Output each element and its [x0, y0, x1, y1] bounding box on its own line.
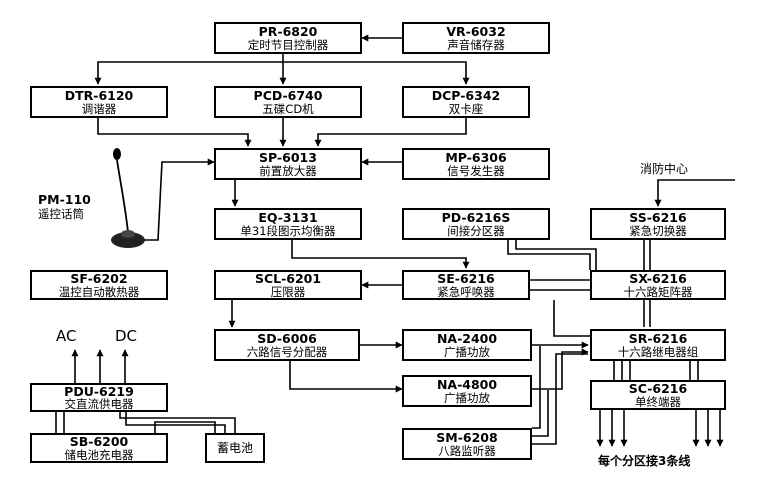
dc-label: DC: [115, 327, 138, 345]
battery-name: 蓄电池: [216, 440, 253, 455]
eq-3131-box: EQ-3131 单31段图示均衡器: [214, 208, 362, 240]
sm-6208-code: SM-6208: [436, 430, 498, 446]
sr-6216-box: SR-6216 十六路继电器组: [590, 329, 726, 361]
pdu-6219-box: PDU-6219 交直流供电器: [30, 383, 168, 412]
fire-center-label: 消防中心: [640, 162, 689, 176]
sd-6006-name: 六路信号分配器: [246, 344, 328, 359]
sm-6208-box: SM-6208 八路监听器: [402, 428, 532, 460]
sc-6216-code: SC-6216: [628, 381, 688, 397]
sc-6216-name: 单终端器: [635, 394, 681, 409]
sb-6200-name: 储电池充电器: [64, 447, 134, 462]
pcd-6740-code: PCD-6740: [253, 88, 323, 104]
pdu-6219-name: 交直流供电器: [64, 397, 134, 412]
mp-6306-name: 信号发生器: [447, 163, 505, 178]
vr-6032-box: VR-6032 声音储存器: [402, 22, 550, 54]
pr-6820-code: PR-6820: [258, 24, 318, 40]
dcp-6342-code: DCP-6342: [431, 88, 501, 104]
sx-6216-name: 十六路矩阵器: [623, 284, 693, 299]
sp-6013-code: SP-6013: [259, 150, 317, 166]
sr-6216-code: SR-6216: [628, 331, 688, 347]
microphone-icon: [111, 148, 145, 248]
pr-6820-box: PR-6820 定时节目控制器: [214, 22, 362, 54]
dtr-6120-box: DTR-6120 调谐器: [30, 86, 168, 118]
eq-3131-name: 单31段图示均衡器: [240, 223, 336, 238]
sr-6216-name: 十六路继电器组: [617, 344, 699, 359]
ss-6216-code: SS-6216: [629, 210, 687, 226]
na-4800-box: NA-4800 广播功放: [402, 375, 532, 407]
scl-6201-code: SCL-6201: [254, 271, 322, 287]
sx-6216-code: SX-6216: [629, 271, 687, 287]
pdu-6219-code: PDU-6219: [64, 383, 134, 399]
ss-6216-name: 紧急切换器: [629, 223, 687, 238]
sb-6200-box: SB-6200 储电池充电器: [30, 433, 168, 463]
mp-6306-box: MP-6306 信号发生器: [402, 148, 550, 180]
vr-6032-code: VR-6032: [446, 24, 506, 40]
se-6216-name: 紧急呼唤器: [437, 284, 495, 299]
sp-6013-box: SP-6013 前置放大器: [214, 148, 362, 180]
pr-6820-name: 定时节目控制器: [247, 37, 329, 52]
mp-6306-code: MP-6306: [445, 150, 507, 166]
zone-wiring-label: 每个分区接3条线: [598, 454, 691, 468]
sf-6202-name: 温控自动散热器: [58, 284, 140, 299]
dcp-6342-box: DCP-6342 双卡座: [402, 86, 530, 118]
se-6216-box: SE-6216 紧急呼唤器: [402, 270, 530, 300]
pm-110-code: PM-110: [38, 192, 91, 207]
pm-110-name: 遥控话筒: [38, 207, 84, 221]
sb-6200-code: SB-6200: [69, 434, 129, 450]
battery-box: 蓄电池: [205, 433, 265, 463]
pcd-6740-box: PCD-6740 五碟CD机: [214, 86, 362, 118]
na-4800-name: 广播功放: [444, 390, 490, 405]
se-6216-code: SE-6216: [437, 271, 495, 287]
sx-6216-box: SX-6216 十六路矩阵器: [590, 270, 726, 300]
sf-6202-box: SF-6202 温控自动散热器: [30, 270, 168, 300]
eq-3131-code: EQ-3131: [258, 210, 318, 226]
scl-6201-name: 压限器: [270, 284, 306, 299]
na-4800-code: NA-4800: [436, 377, 498, 393]
na-2400-box: NA-2400 广播功放: [402, 329, 532, 361]
scl-6201-box: SCL-6201 压限器: [214, 270, 362, 300]
ss-6216-box: SS-6216 紧急切换器: [590, 208, 726, 240]
sp-6013-name: 前置放大器: [259, 163, 317, 178]
pcd-6740-name: 五碟CD机: [262, 101, 314, 116]
dtr-6120-name: 调谐器: [81, 101, 117, 116]
na-2400-name: 广播功放: [444, 344, 490, 359]
vr-6032-name: 声音储存器: [447, 37, 505, 52]
dcp-6342-name: 双卡座: [448, 101, 484, 116]
sd-6006-code: SD-6006: [257, 331, 317, 347]
pd-6216s-box: PD-6216S 间接分区器: [402, 208, 550, 240]
na-2400-code: NA-2400: [436, 331, 498, 347]
sd-6006-box: SD-6006 六路信号分配器: [214, 329, 360, 361]
sc-6216-box: SC-6216 单终端器: [590, 380, 726, 410]
sf-6202-code: SF-6202: [70, 271, 128, 287]
pd-6216s-code: PD-6216S: [441, 210, 511, 226]
pd-6216s-name: 间接分区器: [447, 223, 505, 238]
ac-label: AC: [56, 327, 77, 345]
dtr-6120-code: DTR-6120: [64, 88, 134, 104]
sm-6208-name: 八路监听器: [438, 443, 496, 458]
